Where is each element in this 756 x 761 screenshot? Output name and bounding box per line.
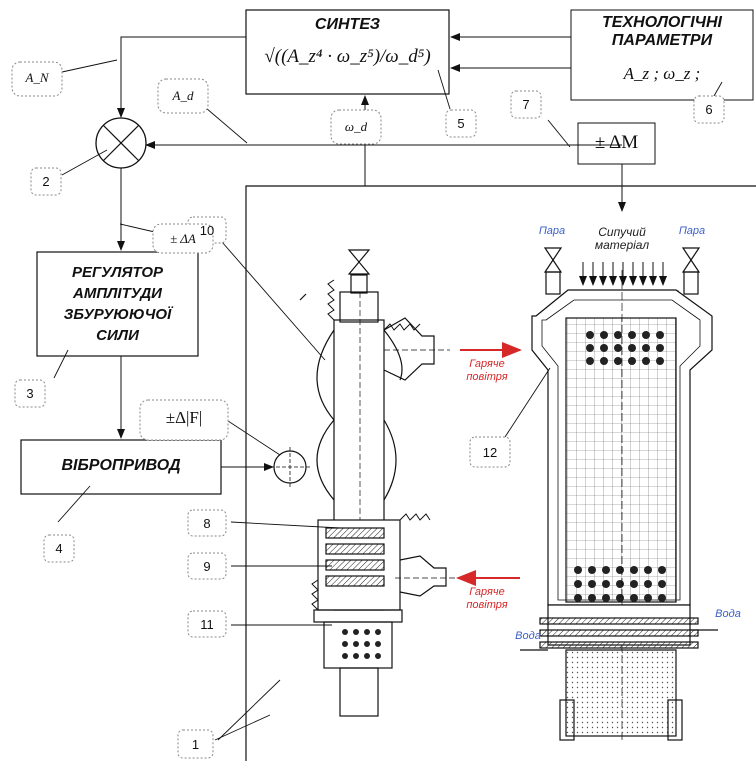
ad-label: A_d [158,88,208,104]
hot-air-label-bottom: Гаряче повітря [452,586,522,612]
tech-params-title-line2: ПАРАМЕТРИ [612,32,712,49]
synthesis-title: СИНТЕЗ [246,16,449,34]
callout-12: 12 [470,445,510,460]
water-in-label: Вода [508,630,548,642]
an-label: A_N [12,70,62,86]
tech-params-title: ТЕХНОЛОГІЧНІ ПАРАМЕТРИ [571,14,753,50]
callout-11: 11 [188,617,226,632]
force-change-label: ±Δ|F| [140,408,228,428]
callout-10: 10 [188,223,226,238]
synthesis-formula: √((A_z⁴ · ω_z⁵)/ω_d⁵) [246,46,449,68]
callout-2: 2 [31,174,61,189]
drying-column-apparatus [520,248,718,740]
mass-change-label: ± ΔM [578,132,655,154]
callout-6: 6 [694,102,724,117]
omega-d-label: ω_d [331,119,381,135]
callout-4: 4 [44,541,74,556]
regulator-line3: ЗБУРУЮЮЧОЇ [64,306,172,323]
regulator-title: РЕГУЛЯТОР АМПЛІТУДИ ЗБУРУЮЮЧОЇ СИЛИ [37,262,198,346]
callout-7: 7 [511,97,541,112]
vibro-column-apparatus [300,250,455,716]
regulator-line4: СИЛИ [96,327,139,344]
tech-params-values: A_z ; ω_z ; [571,64,753,84]
tech-params-title-line1: ТЕХНОЛОГІЧНІ [602,14,722,31]
callout-8: 8 [188,516,226,531]
callout-9: 9 [188,559,226,574]
bulk-material-label: Сипучий матеріал [582,226,662,252]
vibrodrive-title: ВІБРОПРИВОД [21,457,221,475]
steam-label-right: Пара [670,225,714,237]
water-out-label: Вода [708,608,748,620]
callout-3: 3 [15,386,45,401]
hot-air-label-top: Гаряче повітря [452,358,522,384]
steam-label-left: Пара [530,225,574,237]
callout-1: 1 [178,737,213,752]
regulator-line2: АМПЛІТУДИ [73,285,162,302]
callout-5: 5 [446,116,476,131]
regulator-line1: РЕГУЛЯТОР [72,264,163,281]
